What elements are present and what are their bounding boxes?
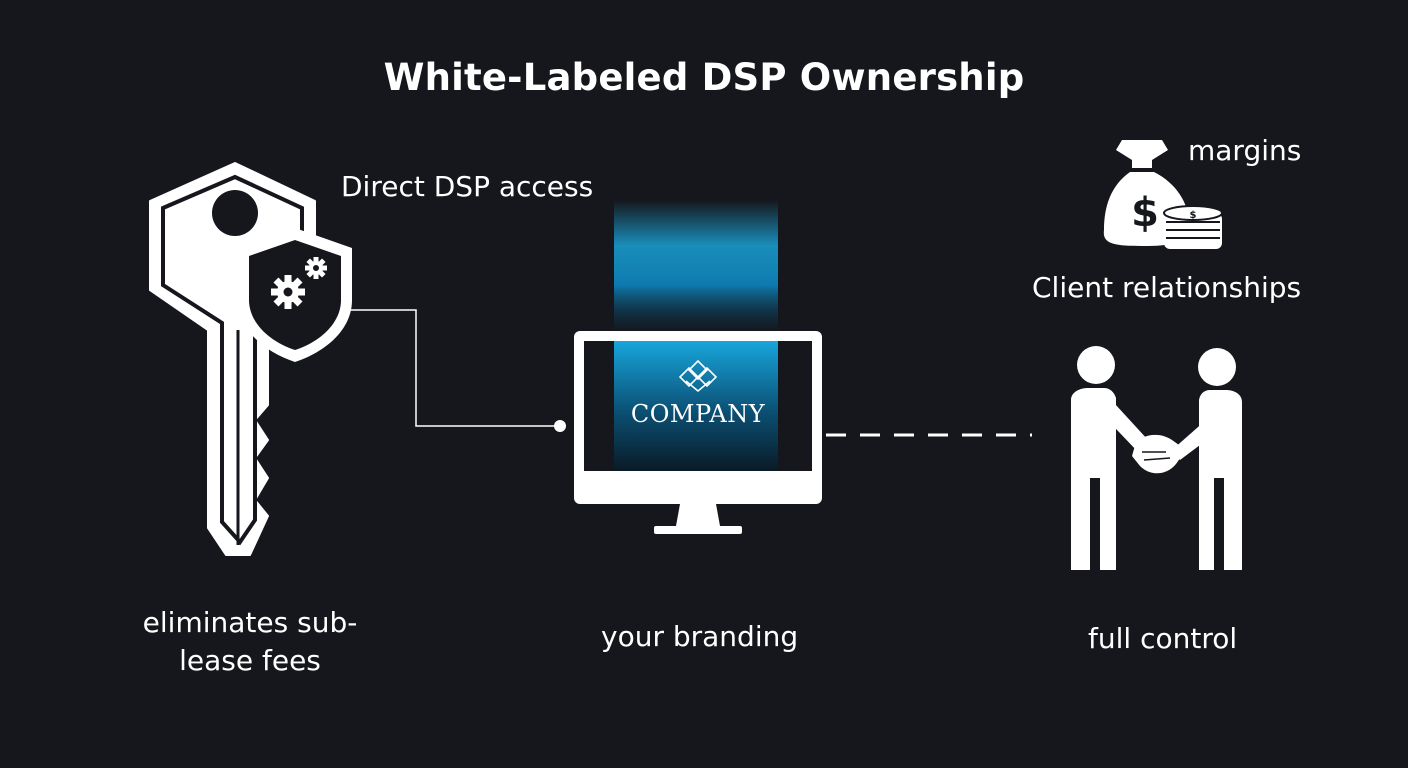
- branding-label: your branding: [601, 620, 799, 653]
- client-relationships-label: Client relationships: [1032, 271, 1302, 304]
- svg-text:$: $: [1190, 210, 1197, 221]
- key-to-monitor-connector: [345, 309, 560, 427]
- diagram-title: White-Labeled DSP Ownership: [383, 56, 1025, 99]
- margins-label: margins: [1188, 134, 1302, 167]
- eliminates-fees-label: eliminates sub-lease fees: [142, 606, 358, 677]
- monitor-icon: [574, 331, 822, 534]
- shield-gear-icon: [238, 228, 352, 362]
- svg-text:$: $: [1131, 190, 1159, 236]
- direct-access-label: Direct DSP access: [341, 170, 594, 203]
- connector-dot: [554, 420, 566, 432]
- glow-beam: [614, 200, 778, 330]
- company-name: COMPANY: [630, 400, 766, 428]
- company-logo-icon: [678, 359, 718, 393]
- coin-stack-icon: $: [1163, 205, 1223, 249]
- full-control-label: full control: [1088, 622, 1238, 655]
- handshake-icon: [1071, 346, 1242, 570]
